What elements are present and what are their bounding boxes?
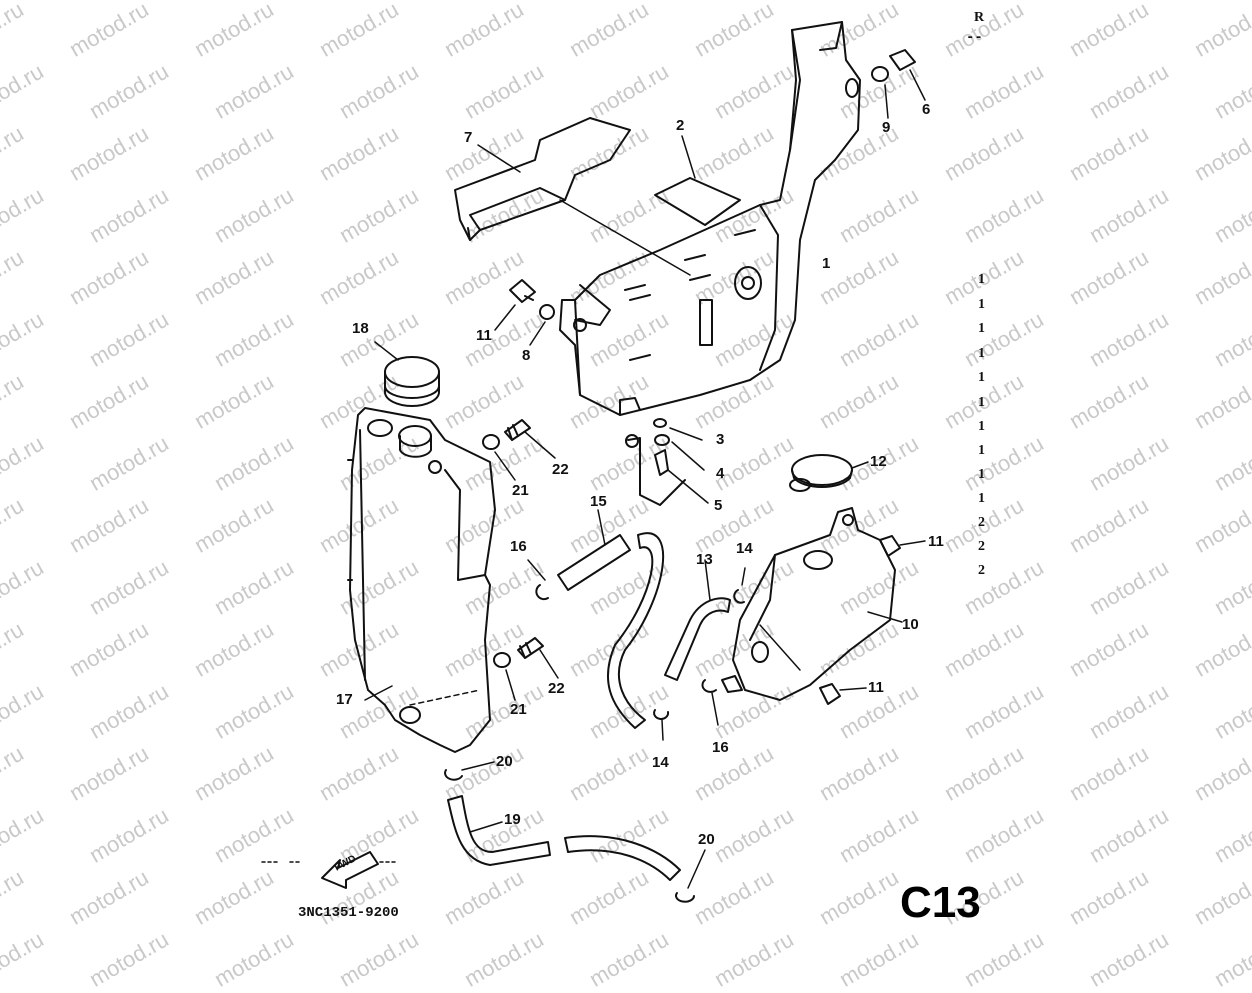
cap-part bbox=[374, 341, 440, 407]
reservoir-tank-part bbox=[721, 507, 903, 701]
callout-12: 12 bbox=[870, 453, 887, 470]
callout-13: 13 bbox=[696, 551, 713, 568]
pad-part bbox=[654, 177, 741, 226]
clip-assembly bbox=[625, 418, 709, 506]
edge-number: 1 bbox=[978, 297, 985, 312]
callout-14-upper: 14 bbox=[736, 540, 753, 557]
callout-16-left: 16 bbox=[510, 538, 527, 555]
callout-3: 3 bbox=[716, 431, 725, 448]
callout-2: 2 bbox=[676, 117, 685, 134]
edge-number: 2 bbox=[978, 515, 985, 530]
fastener-set-8-11 bbox=[494, 279, 555, 346]
callout-11-right: 11 bbox=[928, 533, 944, 550]
callout-16-right: 16 bbox=[712, 739, 729, 756]
edge-number: 1 bbox=[978, 467, 985, 482]
callout-14-lower: 14 bbox=[652, 754, 669, 771]
hose-19 bbox=[447, 795, 681, 881]
callout-15: 15 bbox=[590, 493, 607, 510]
cover-part bbox=[454, 117, 691, 276]
edge-number: 1 bbox=[978, 419, 985, 434]
corner-letter: R bbox=[974, 10, 985, 25]
callout-22-upper: 22 bbox=[552, 461, 569, 478]
page-code: C13 bbox=[900, 878, 981, 927]
edge-number: 2 bbox=[978, 563, 985, 578]
clamp-20-lower bbox=[675, 892, 695, 903]
hose-13 bbox=[664, 597, 731, 681]
bracket-part bbox=[559, 21, 861, 416]
callout-20-upper: 20 bbox=[496, 753, 513, 770]
callout-1: 1 bbox=[822, 255, 831, 272]
hose-15 bbox=[557, 534, 631, 591]
edge-number: 2 bbox=[978, 539, 985, 554]
corner-mark: -- bbox=[966, 30, 983, 46]
fastener-set-6-9 bbox=[871, 49, 926, 119]
edge-number: 1 bbox=[978, 321, 985, 336]
callout-11-upper: 11 bbox=[476, 327, 492, 344]
edge-number: 1 bbox=[978, 370, 985, 385]
callout-5: 5 bbox=[714, 497, 723, 514]
callout-21-lower: 21 bbox=[510, 701, 527, 718]
edge-number: 1 bbox=[978, 443, 985, 458]
callout-10: 10 bbox=[902, 616, 919, 633]
callout-4: 4 bbox=[716, 465, 725, 482]
fastener-set-upper bbox=[482, 419, 556, 481]
callout-20-lower: 20 bbox=[698, 831, 715, 848]
callout-11-lower: 11 bbox=[868, 679, 884, 696]
edge-number: 1 bbox=[978, 346, 985, 361]
edge-number: 1 bbox=[978, 395, 985, 410]
callout-6: 6 bbox=[922, 101, 931, 118]
clamp-20-upper bbox=[444, 769, 463, 781]
fwd-arrow-icon bbox=[321, 851, 379, 889]
fastener-set-lower bbox=[493, 637, 559, 701]
callout-9: 9 bbox=[882, 119, 891, 136]
callout-22-lower: 22 bbox=[548, 680, 565, 697]
hose-clamps bbox=[527, 559, 746, 741]
part-code: 3NC1351-9200 bbox=[298, 905, 399, 921]
bolt-11-lower bbox=[819, 683, 841, 705]
callout-8: 8 bbox=[522, 347, 531, 364]
bolt-11-right bbox=[879, 535, 901, 557]
edge-number: 1 bbox=[978, 491, 985, 506]
reservoir-cap-part bbox=[789, 454, 869, 492]
hose-middle bbox=[606, 532, 665, 729]
radiator-tank-part bbox=[347, 407, 496, 753]
exploded-view-drawing bbox=[261, 21, 926, 903]
callout-7: 7 bbox=[464, 129, 473, 146]
edge-number: 1 bbox=[978, 272, 985, 287]
callout-18: 18 bbox=[352, 320, 369, 337]
callout-21-upper: 21 bbox=[512, 482, 529, 499]
callout-17: 17 bbox=[336, 691, 353, 708]
callout-19: 19 bbox=[504, 811, 521, 828]
